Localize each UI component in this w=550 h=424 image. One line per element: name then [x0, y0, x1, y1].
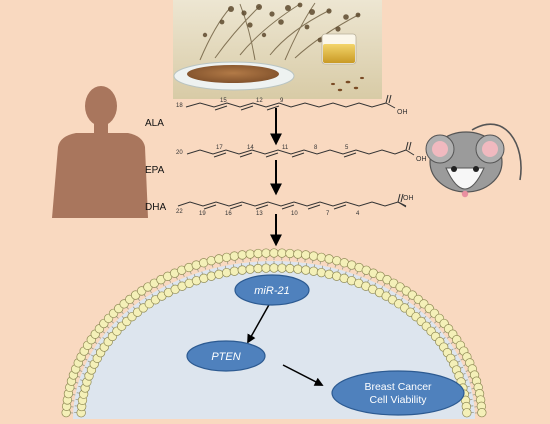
lipid-head	[301, 266, 310, 275]
dha-position-13: 13	[256, 211, 263, 217]
lipid-head	[270, 264, 279, 273]
dha-position-7: 7	[326, 211, 330, 217]
lipid-head	[301, 251, 310, 260]
lipid-head	[278, 264, 287, 273]
molecule-label-ala: ALA	[145, 118, 164, 129]
epa-end-group: OH	[416, 156, 427, 163]
lipid-head	[286, 249, 295, 258]
node-pten-label: PTEN	[211, 351, 240, 363]
lipid-head	[215, 270, 224, 279]
node-outcome-line2: Cell Viability	[370, 394, 428, 406]
ala-end-group: OH	[397, 109, 408, 116]
lipid-head	[246, 250, 255, 259]
lipid-head	[317, 253, 326, 262]
lipid-head	[294, 265, 303, 274]
human-silhouette	[52, 86, 148, 218]
dha-end-group: OH	[403, 195, 414, 202]
epa-position-20: 20	[176, 150, 183, 156]
lipid-head	[222, 253, 231, 262]
lipid-head	[230, 267, 239, 276]
lipid-head	[215, 255, 224, 264]
dha-position-16: 16	[225, 211, 232, 217]
dha-position-22: 22	[176, 209, 183, 215]
lipid-head	[463, 408, 472, 417]
lipid-head	[207, 256, 216, 265]
lipid-head	[325, 270, 334, 279]
lipid-head	[309, 252, 318, 261]
lipid-head	[278, 249, 287, 258]
lipid-head	[294, 250, 303, 259]
lipid-head	[262, 264, 271, 273]
ala-position-18: 18	[176, 103, 183, 109]
epa-position-17: 17	[216, 145, 223, 151]
flaxseed-photo	[173, 0, 382, 99]
lipid-head	[230, 252, 239, 261]
node-mir21: miR-21	[235, 275, 309, 305]
lipid-head	[254, 249, 263, 258]
lipid-head	[317, 268, 326, 277]
epa-position-14: 14	[247, 145, 254, 151]
node-outcome: Breast Cancer Cell Viability	[332, 371, 464, 415]
lipid-head	[286, 264, 295, 273]
lipid-head	[270, 249, 279, 258]
lipid-head	[207, 272, 216, 281]
node-mir21-label: miR-21	[254, 285, 289, 297]
lipid-head	[309, 267, 318, 276]
node-pten: PTEN	[187, 341, 265, 371]
lipid-head	[254, 264, 263, 273]
lipid-head	[246, 265, 255, 274]
dha-position-10: 10	[291, 211, 298, 217]
epa-position-5: 5	[345, 145, 349, 151]
lipid-head	[222, 268, 231, 277]
molecule-label-epa: EPA	[145, 165, 165, 176]
dha-position-4: 4	[356, 211, 360, 217]
epa-position-11: 11	[282, 145, 289, 151]
lipid-head	[325, 255, 334, 264]
lipid-head	[262, 249, 271, 258]
epa-position-8: 8	[314, 145, 318, 151]
lipid-head	[478, 408, 487, 417]
dha-position-19: 19	[199, 211, 206, 217]
dha-structure	[178, 194, 406, 209]
node-outcome-line1: Breast Cancer	[364, 381, 432, 393]
ala-position-12: 12	[256, 98, 263, 104]
mouse-icon	[426, 124, 521, 197]
ala-position-15: 15	[220, 98, 227, 104]
molecule-label-dha: DHA	[145, 202, 166, 213]
lipid-head	[238, 266, 247, 275]
lipid-head	[238, 251, 247, 260]
